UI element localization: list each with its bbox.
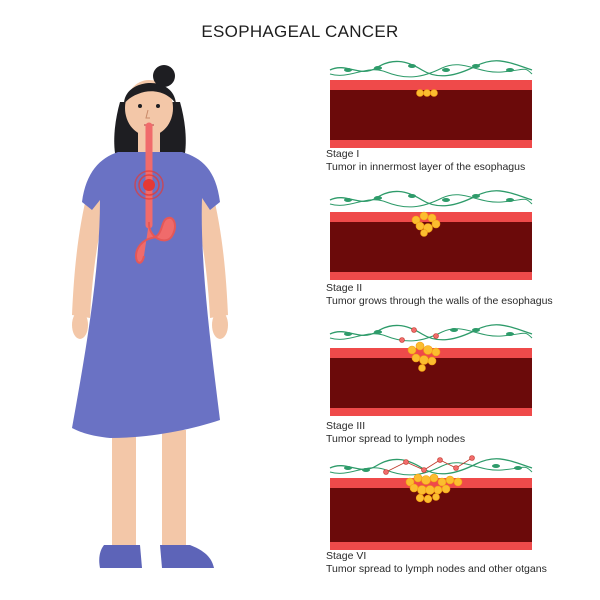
stage-2-illustration [329,190,533,280]
stage-description: Tumor spread to lymph nodes [326,433,466,445]
stage-4-illustration [329,455,533,550]
stage-description: Tumor in innermost layer of the esophagu… [326,161,526,173]
stage-3-illustration [329,324,533,416]
stage-4-panel: Stage VI Tumor spread to lymph nodes and… [326,452,547,576]
stage-title: Stage II [326,282,363,294]
stage-2-panel: Stage II Tumor grows through the walls o… [326,186,553,308]
stage-3-panel: Stage III Tumor spread to lymph nodes [326,320,536,446]
stage-title: Stage VI [326,550,367,562]
stage-description: Tumor grows through the walls of the eso… [326,295,553,307]
page-title: ESOPHAGEAL CANCER [201,22,399,41]
stage-title: Stage III [326,420,366,432]
stage-description: Tumor spread to lymph nodes and other ot… [326,563,547,575]
stage-1-panel: Stage I Tumor in innermost layer of the … [326,56,536,174]
stage-title: Stage I [326,148,360,160]
woman-figure [60,60,240,580]
stage-1-illustration [329,60,533,148]
